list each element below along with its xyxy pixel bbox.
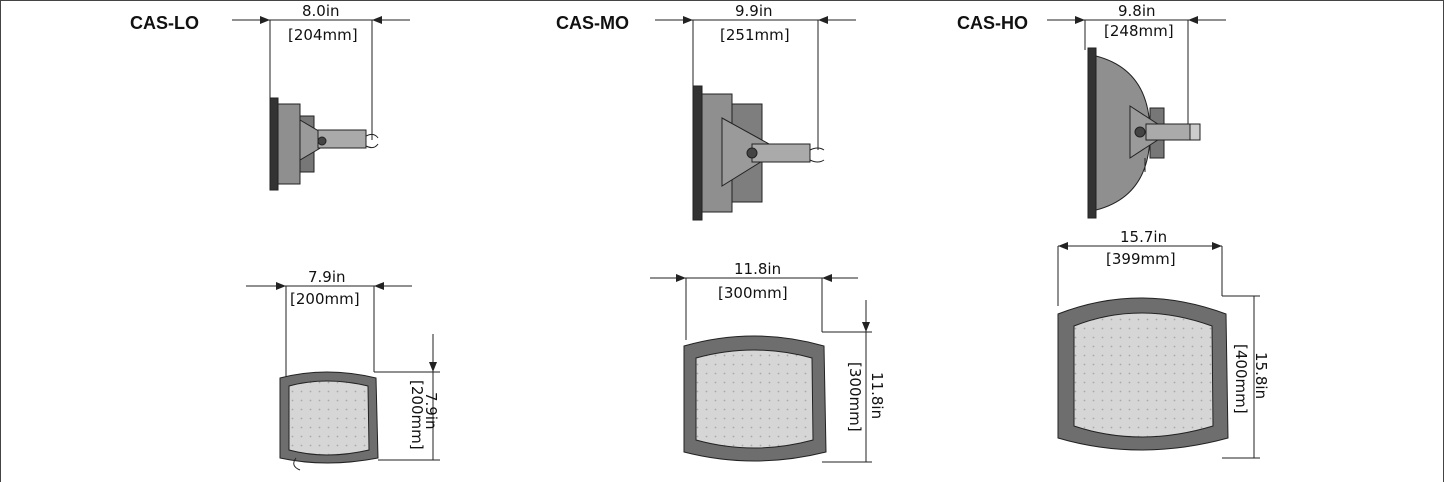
- cas-ho-front-width-in: 15.7in: [1120, 228, 1168, 246]
- cas-ho-front-height-mm: [400mm]: [1232, 344, 1250, 414]
- cas-mo-front-height-mm: [300mm]: [846, 362, 864, 432]
- cas-ho-side-view: [1047, 16, 1226, 219]
- cas-ho-side-width-mm: [248mm]: [1104, 22, 1174, 40]
- cas-lo-front-view: [246, 282, 440, 471]
- cas-mo-front-width-mm: [300mm]: [718, 284, 788, 302]
- cas-lo-side-width-mm: [204mm]: [288, 26, 358, 44]
- cas-lo-side-width-in: 8.0in: [302, 2, 340, 20]
- cas-ho-front-height-in: 15.8in: [1252, 352, 1270, 400]
- model-title-cas-lo: CAS-LO: [130, 13, 199, 33]
- cas-ho-front-view: [1057, 242, 1260, 459]
- cas-mo-front-height-in: 11.8in: [868, 372, 886, 420]
- cas-lo-side-view: [232, 16, 410, 191]
- cas-ho-side-width-in: 9.8in: [1118, 2, 1156, 20]
- model-title-cas-ho: CAS-HO: [957, 13, 1028, 33]
- cas-lo-front-width-in: 7.9in: [308, 268, 346, 286]
- cas-mo-front-width-in: 11.8in: [734, 260, 782, 278]
- cas-ho-front-width-mm: [399mm]: [1106, 250, 1176, 268]
- cas-mo-side-view: [655, 16, 856, 221]
- cas-lo-front-width-mm: [200mm]: [290, 290, 360, 308]
- model-title-cas-mo: CAS-MO: [556, 13, 629, 33]
- cas-lo-front-height-mm: [200mm]: [408, 380, 426, 450]
- cas-mo-side-width-in: 9.9in: [735, 2, 773, 20]
- cas-mo-front-view: [650, 274, 872, 463]
- cas-mo-side-width-mm: [251mm]: [720, 26, 790, 44]
